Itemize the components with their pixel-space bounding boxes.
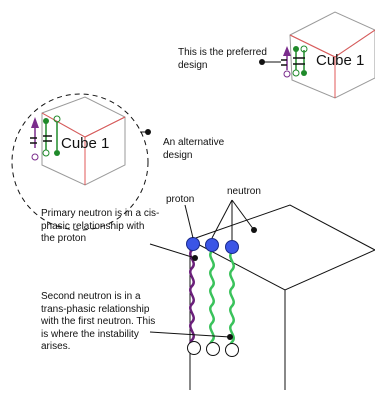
second-neutron-base-ball xyxy=(225,343,239,357)
preferred-cube-label: Cube 1 xyxy=(316,52,365,69)
neutron-label: neutron xyxy=(227,186,261,197)
preferred-pointer-dot xyxy=(259,59,265,65)
second-neutron-ball xyxy=(225,240,239,254)
preferred-cube-red-edges xyxy=(289,29,375,98)
primary-neutron-base-ball xyxy=(206,342,220,356)
alternative-cube-label: Cube 1 xyxy=(61,135,110,152)
alternative-symbol-group xyxy=(30,115,61,161)
primary-neutron-ball xyxy=(205,238,219,252)
proton-base-ball xyxy=(187,341,201,355)
alternative-cube-red-edges xyxy=(41,112,126,185)
alternative-dashed-circle xyxy=(11,93,149,231)
proton-ball xyxy=(186,237,200,251)
proton-label: proton xyxy=(166,194,195,205)
strands xyxy=(189,249,235,352)
primary-neutron-label: Primary neutron is in a cis-phasic relat… xyxy=(41,208,160,244)
alternative-pointer-dot xyxy=(145,129,151,135)
proton-strand xyxy=(189,249,195,350)
preferred-symbol-group xyxy=(281,45,308,78)
second-pointer-dot xyxy=(227,334,233,340)
primary-neutron-strand xyxy=(209,250,215,351)
primary-pointer-dot xyxy=(192,255,198,261)
alternative-design-label: An alternative design xyxy=(163,137,225,161)
preferred-design-label: This is the preferred design xyxy=(178,47,267,71)
neutron-pointer-dot xyxy=(251,227,257,233)
second-neutron-label: Second neutron is in a trans-phasic rela… xyxy=(41,291,156,352)
second-neutron-strand xyxy=(229,251,235,352)
large-cube xyxy=(189,204,375,390)
label-pointers xyxy=(149,199,255,338)
